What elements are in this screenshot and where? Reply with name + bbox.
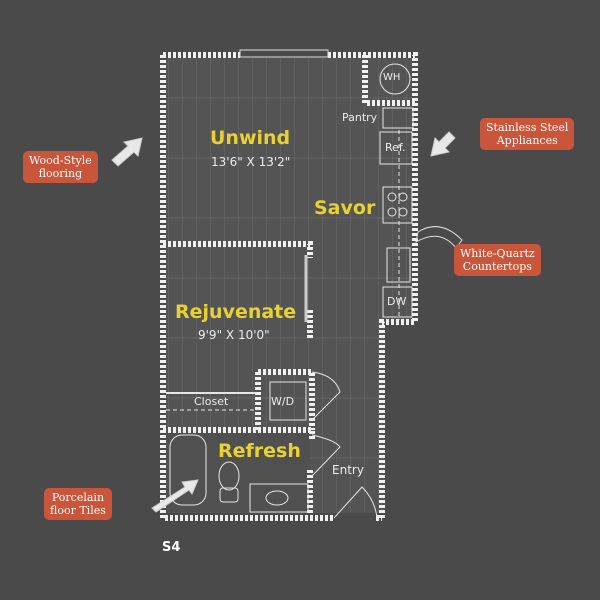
room-name-unwind: Unwind <box>210 127 291 149</box>
callout-line: White-Quartz <box>460 247 535 260</box>
unit-name: S4 <box>162 540 181 555</box>
toilet <box>218 461 240 491</box>
callout-white-quartz: White-Quartz Countertops <box>454 244 541 276</box>
laundry-door <box>311 371 341 421</box>
room-dims-rejuvenate: 9'9" X 10'0" <box>198 328 270 342</box>
callout-line: Countertops <box>462 260 532 273</box>
label-ref: Ref. <box>385 141 406 154</box>
label-wh: WH <box>383 72 401 83</box>
label-wd: W/D <box>271 395 295 408</box>
callout-porcelain-tiles: Porcelain floor Tiles <box>44 488 112 520</box>
label-dw: DW <box>387 295 407 308</box>
sink <box>386 247 411 283</box>
callout-line: Appliances <box>496 134 558 147</box>
arrow-icon <box>151 479 199 513</box>
room-name-savor: Savor <box>314 197 376 219</box>
arrow-icon <box>111 137 143 167</box>
room-dims-unwind: 13'6" X 13'2" <box>211 155 291 169</box>
callout-line: Wood-Style <box>29 154 92 167</box>
room-name-refresh: Refresh <box>218 440 301 462</box>
window <box>239 49 329 58</box>
room-name-rejuvenate: Rejuvenate <box>175 301 297 323</box>
arrow-icon <box>430 131 456 157</box>
stove <box>382 186 413 224</box>
label-pantry: Pantry <box>342 111 378 124</box>
curved-arrow-icon <box>415 226 463 249</box>
bathtub <box>169 434 207 506</box>
dishwasher <box>382 286 413 318</box>
pantry <box>382 107 414 129</box>
callout-stainless-steel: Stainless Steel Appliances <box>480 118 575 150</box>
callout-wood-flooring: Wood-Style flooring <box>23 151 98 183</box>
washer-dryer <box>269 381 307 421</box>
bath-door <box>311 434 341 477</box>
walls <box>160 52 418 521</box>
label-closet: Closet <box>194 395 229 408</box>
refrigerator <box>379 131 413 165</box>
water-heater <box>379 63 411 95</box>
vanity <box>249 483 309 513</box>
callout-line: Porcelain <box>51 491 105 504</box>
callout-line: Stainless Steel <box>486 121 569 134</box>
callout-line: flooring <box>38 167 83 180</box>
label-entry: Entry <box>332 463 364 477</box>
callout-line: floor Tiles <box>50 504 106 517</box>
entry-door <box>333 486 378 519</box>
